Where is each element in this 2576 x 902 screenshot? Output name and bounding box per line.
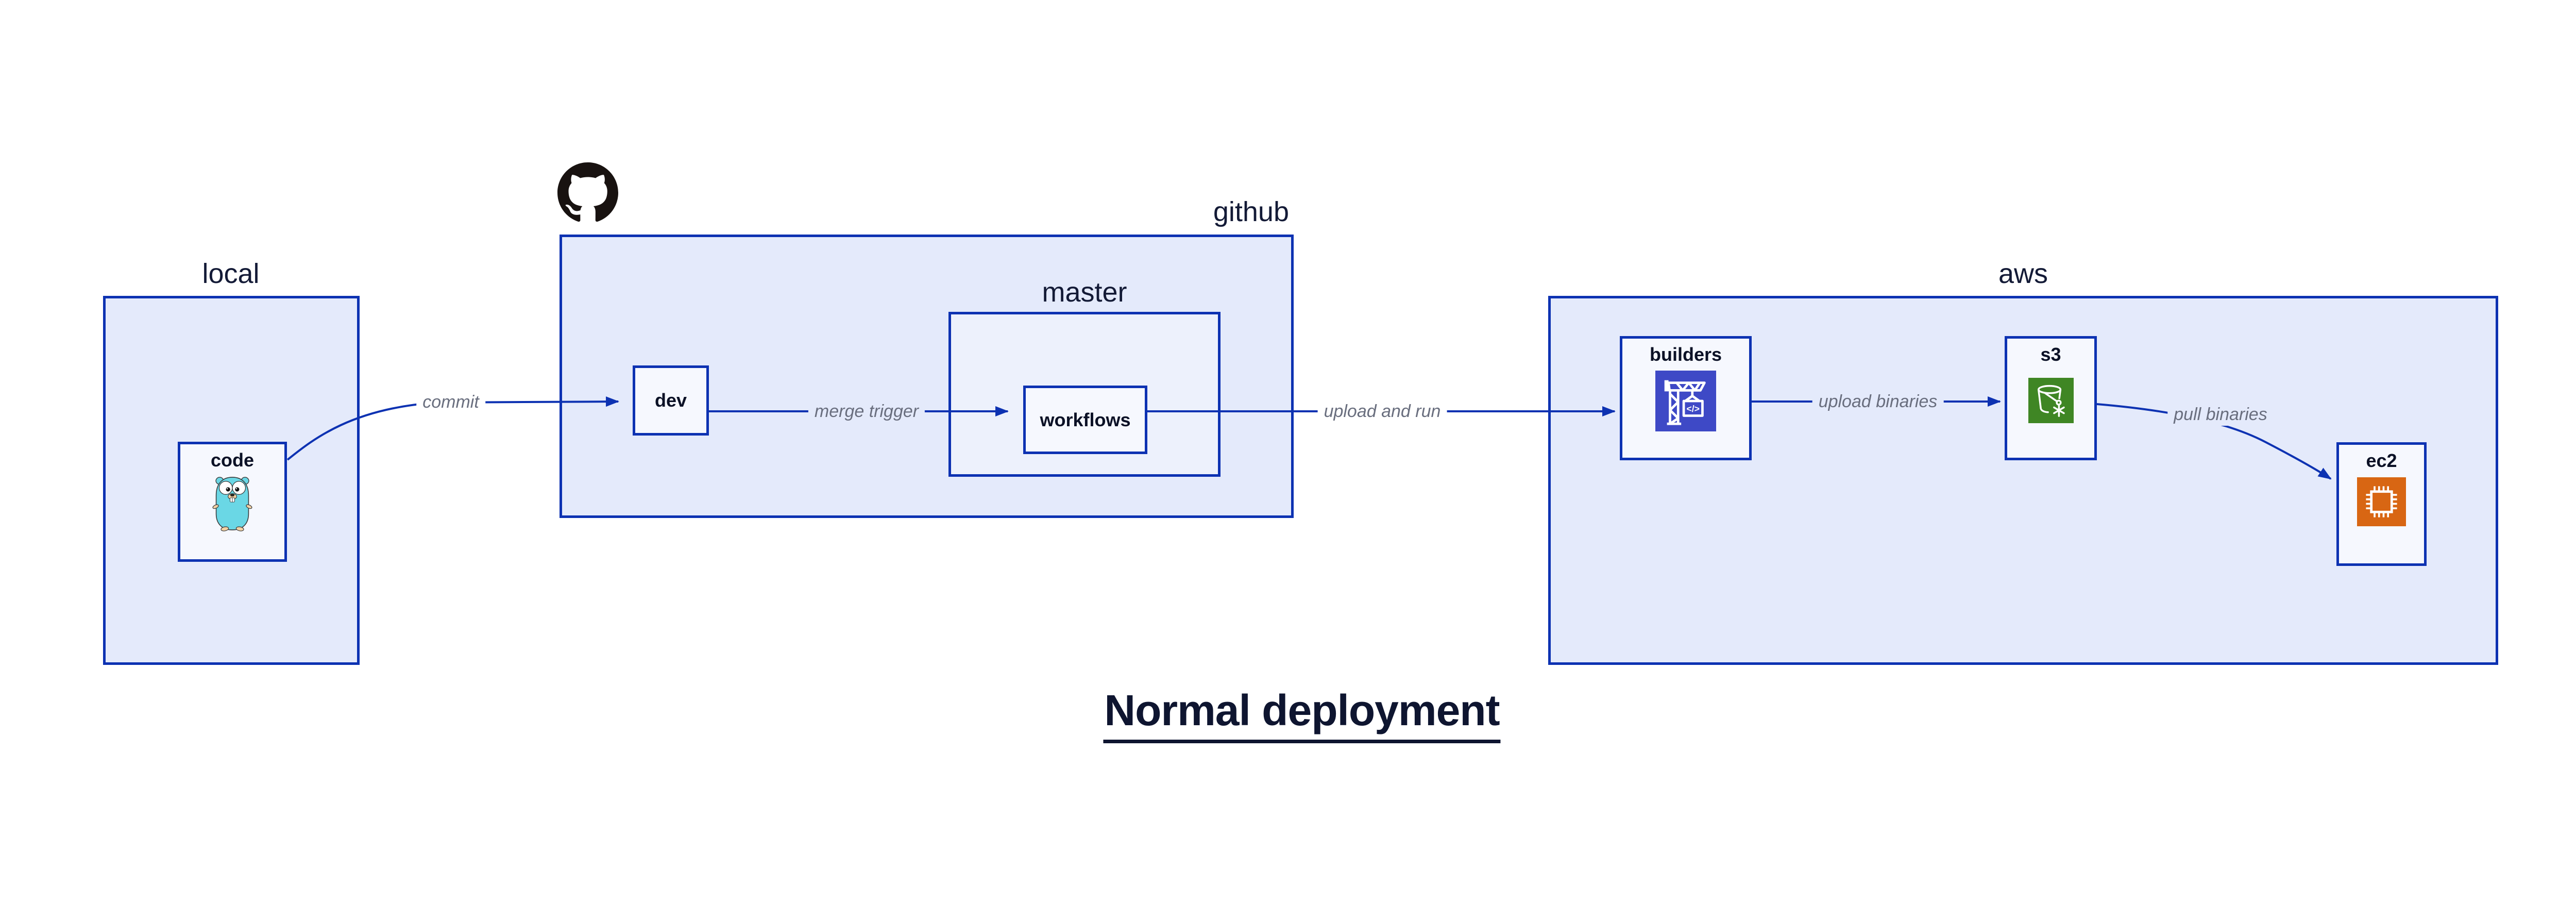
node-s3: s3 [2005,336,2097,460]
edge-merge-trigger-label: merge trigger [808,400,925,423]
edge-pull-binaries-label: pull binaries [2167,403,2274,426]
edge-upload-and-run-label: upload and run [1317,400,1447,423]
local-container-label: local [202,258,260,289]
node-s3-label: s3 [2040,344,2061,365]
go-gopher-icon [212,477,252,531]
node-workflows-label: workflows [1040,409,1131,430]
aws-container-label: aws [1998,258,2048,289]
node-builders-label: builders [1649,344,1722,365]
node-workflows: workflows [1023,386,1147,454]
aws-container: builders </> s3 [1548,296,2498,665]
github-container: dev workflows [560,235,1294,518]
node-dev: dev [633,365,709,436]
node-ec2-label: ec2 [2366,450,2397,471]
github-octocat-logo-icon [557,162,618,223]
node-code: code [178,442,287,562]
local-container: code [103,296,360,665]
master-container: workflows [948,312,1221,477]
node-ec2: ec2 [2336,442,2427,566]
ec2-chip-icon [2357,477,2406,526]
github-container-label: github [1213,196,1289,227]
code-tag-glyph: </> [1686,404,1700,414]
s3-bucket-icon [2028,378,2074,423]
node-builders: builders </> [1620,336,1752,460]
edge-upload-binaries-label: upload binaries [1812,390,1944,413]
codebuild-crane-icon: </> [1655,371,1716,431]
master-container-label: master [1042,277,1127,308]
diagram-title: Normal deployment [1103,686,1501,743]
node-code-label: code [210,449,255,471]
edge-commit-label: commit [416,391,485,413]
node-dev-label: dev [654,390,687,411]
